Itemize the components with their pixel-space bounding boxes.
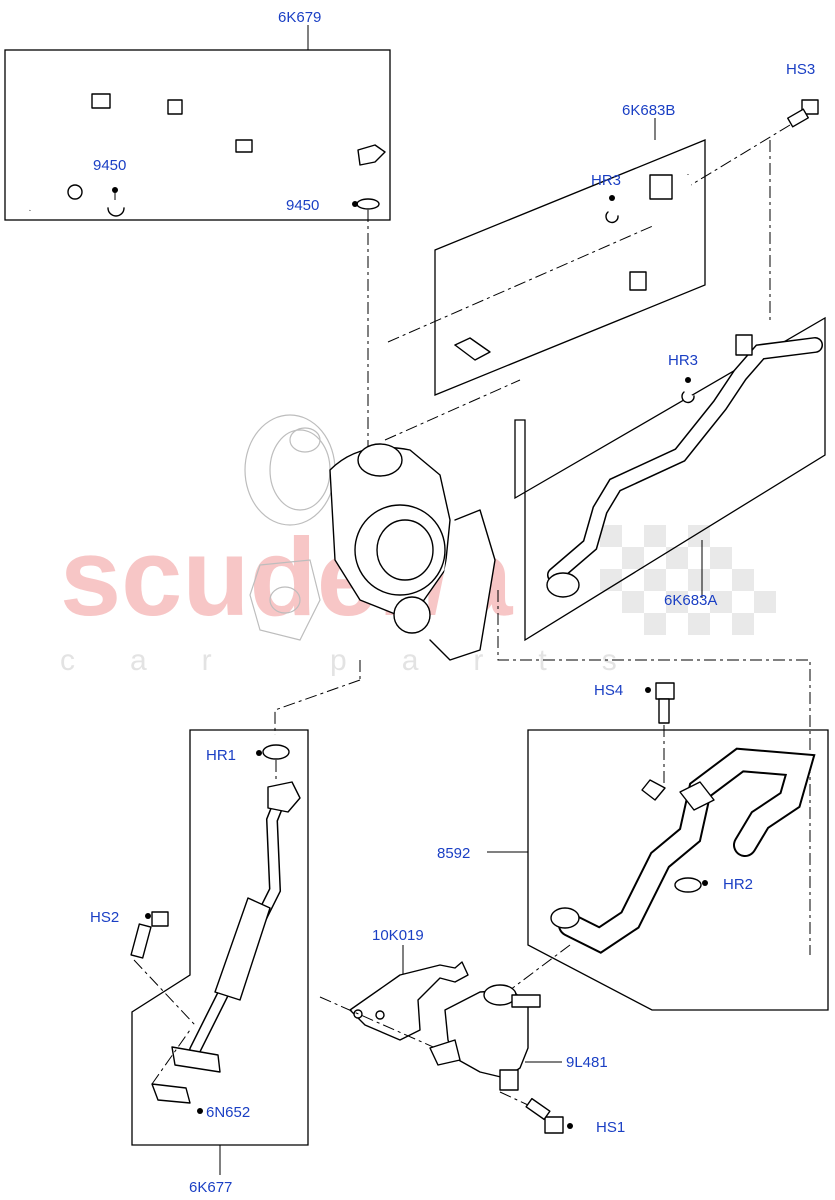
part-label-HS2[interactable]: HS2 — [90, 909, 119, 926]
callout-dot — [609, 195, 615, 201]
part-label-HR1[interactable]: HR1 — [206, 747, 236, 764]
hose-6K683A[interactable] — [546, 334, 823, 598]
part-label-HS3[interactable]: HS3 — [786, 61, 815, 78]
bolt-HS2[interactable] — [130, 911, 169, 959]
pipe-6K677[interactable] — [171, 781, 301, 1073]
group-box-6K683B — [434, 139, 706, 396]
bolt-HS3[interactable] — [787, 99, 819, 128]
part-label-6K679[interactable]: 6K679 — [278, 9, 321, 26]
part-label-8592[interactable]: 8592 — [437, 845, 470, 862]
part-label-6N652[interactable]: 6N652 — [206, 1104, 250, 1121]
callout-dot — [256, 750, 262, 756]
seal-HR1[interactable] — [262, 744, 290, 760]
callout-dot — [702, 880, 708, 886]
part-label-9450-left[interactable]: 9450 — [93, 157, 126, 174]
dash-line-turbo-HR1 — [274, 679, 361, 735]
group-box-6K683A — [514, 316, 826, 642]
callout-dot — [352, 201, 358, 207]
dash-line-10K019 — [319, 996, 441, 1051]
clip-HR3-lower[interactable] — [681, 391, 695, 404]
dash-line-6N652 — [151, 1029, 191, 1085]
thermostat-9L481[interactable] — [429, 984, 541, 1091]
watermark-checker-flag — [600, 525, 776, 635]
bolt-HS1[interactable] — [525, 1097, 564, 1134]
callout-dot — [145, 913, 151, 919]
seal-9450-left[interactable] — [107, 207, 125, 217]
dash-line-turbo-6K683A — [384, 379, 521, 441]
dash-line-8592-thermostat — [509, 944, 571, 991]
part-label-9L481[interactable]: 9L481 — [566, 1054, 608, 1071]
part-label-HR3-upper[interactable]: HR3 — [591, 172, 621, 189]
part-label-HR3-lower[interactable]: HR3 — [668, 352, 698, 369]
dash-line-HS1 — [499, 1091, 529, 1106]
part-label-6K683B[interactable]: 6K683B — [622, 102, 675, 119]
part-label-HS4[interactable]: HS4 — [594, 682, 623, 699]
part-label-6K683A[interactable]: 6K683A — [664, 592, 717, 609]
callout-dot — [685, 377, 691, 383]
callout-dot — [197, 1108, 203, 1114]
callout-dot — [645, 687, 651, 693]
hose-6K683B[interactable] — [453, 174, 693, 361]
part-label-10K019[interactable]: 10K019 — [372, 927, 424, 944]
pipe-6K679[interactable] — [28, 93, 386, 211]
bolt-HS4[interactable] — [655, 682, 675, 724]
group-box-8592 — [527, 729, 829, 1011]
group-box-6K679 — [4, 49, 391, 221]
part-label-9450-right[interactable]: 9450 — [286, 197, 319, 214]
callout-dot — [567, 1123, 573, 1129]
watermark-subtitle: car parts — [60, 644, 672, 677]
part-label-6K677[interactable]: 6K677 — [189, 1179, 232, 1196]
bracket-10K019[interactable] — [349, 961, 469, 1041]
clip-HR3-upper[interactable] — [605, 211, 619, 224]
dash-line-6K683B — [387, 224, 656, 343]
group-box-6K677 — [131, 729, 309, 1146]
part-label-HS1[interactable]: HS1 — [596, 1119, 625, 1136]
hose-8592[interactable] — [550, 747, 816, 954]
part-label-HR2[interactable]: HR2 — [723, 876, 753, 893]
dash-line-HS2 — [133, 959, 196, 1026]
clip-HR2[interactable] — [674, 877, 702, 893]
seal-9450-right[interactable] — [356, 198, 380, 210]
dash-line-6K683A-8592 — [497, 590, 811, 955]
callout-dot — [112, 187, 118, 193]
gasket-6N652[interactable] — [151, 1083, 191, 1104]
turbocharger-reference — [244, 414, 496, 661]
